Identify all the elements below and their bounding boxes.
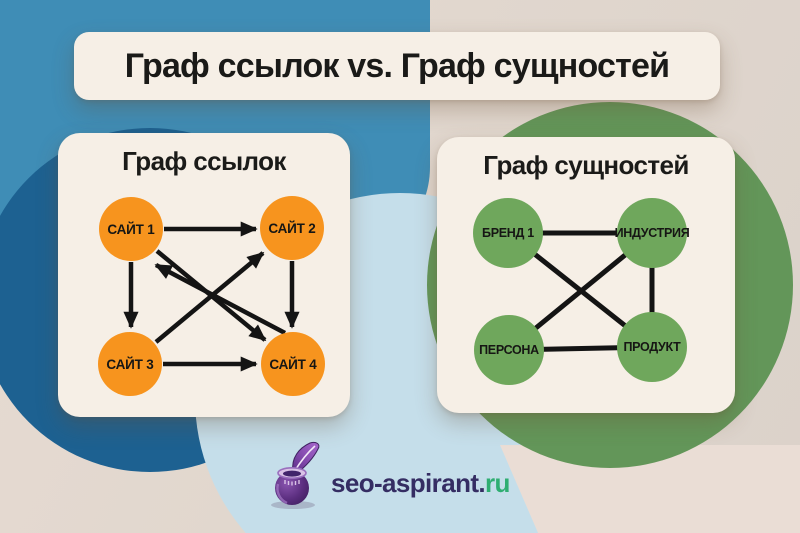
node-label: САЙТ 3 [106, 356, 154, 372]
node-label: ПЕРСОНА [479, 343, 539, 357]
node-site-1: САЙТ 1 [99, 197, 163, 261]
brand-watermark: seo-aspirant.ru [263, 440, 510, 510]
brand-tld: ru [485, 467, 510, 498]
brand-name: seo-aspirant [331, 467, 479, 498]
node-label: САЙТ 2 [268, 220, 316, 236]
entity-graph-title: Граф сущностей [483, 150, 689, 180]
page-title: Граф ссылок vs. Граф сущностей [124, 46, 670, 85]
edge-site3-site2 [154, 251, 265, 344]
edge-site4-site1 [154, 263, 287, 335]
node-site-3: САЙТ 3 [98, 332, 162, 396]
title-bar: Граф ссылок vs. Граф сущностей [74, 32, 720, 100]
node-label: ИНДУСТРИЯ [614, 226, 690, 240]
entity-graph-panel: Граф сущностей БРЕНД 1 ИНДУСТРИЯ ПЕРСОНА… [437, 137, 735, 413]
brand-dot: . [478, 467, 486, 498]
node-product: ПРОДУКТ [617, 312, 687, 382]
node-site-4: САЙТ 4 [261, 332, 325, 396]
brand-text: seo-aspirant.ru [331, 468, 510, 499]
link-graph-panel: Граф ссылок САЙТ 1 САЙТ 2 САЙТ 3 САЙТ 4 [58, 133, 350, 417]
link-graph-title: Граф ссылок [122, 146, 286, 176]
node-label: САЙТ 4 [269, 356, 317, 372]
link-graph-edges [123, 221, 300, 372]
node-label: БРЕНД 1 [482, 226, 534, 240]
node-label: САЙТ 1 [107, 221, 155, 237]
node-persona: ПЕРСОНА [474, 315, 544, 385]
inkwell-quill-icon [271, 441, 320, 509]
node-industry: ИНДУСТРИЯ [614, 198, 690, 268]
node-brand-1: БРЕНД 1 [473, 198, 543, 268]
node-site-2: САЙТ 2 [260, 196, 324, 260]
node-label: ПРОДУКТ [623, 340, 681, 354]
